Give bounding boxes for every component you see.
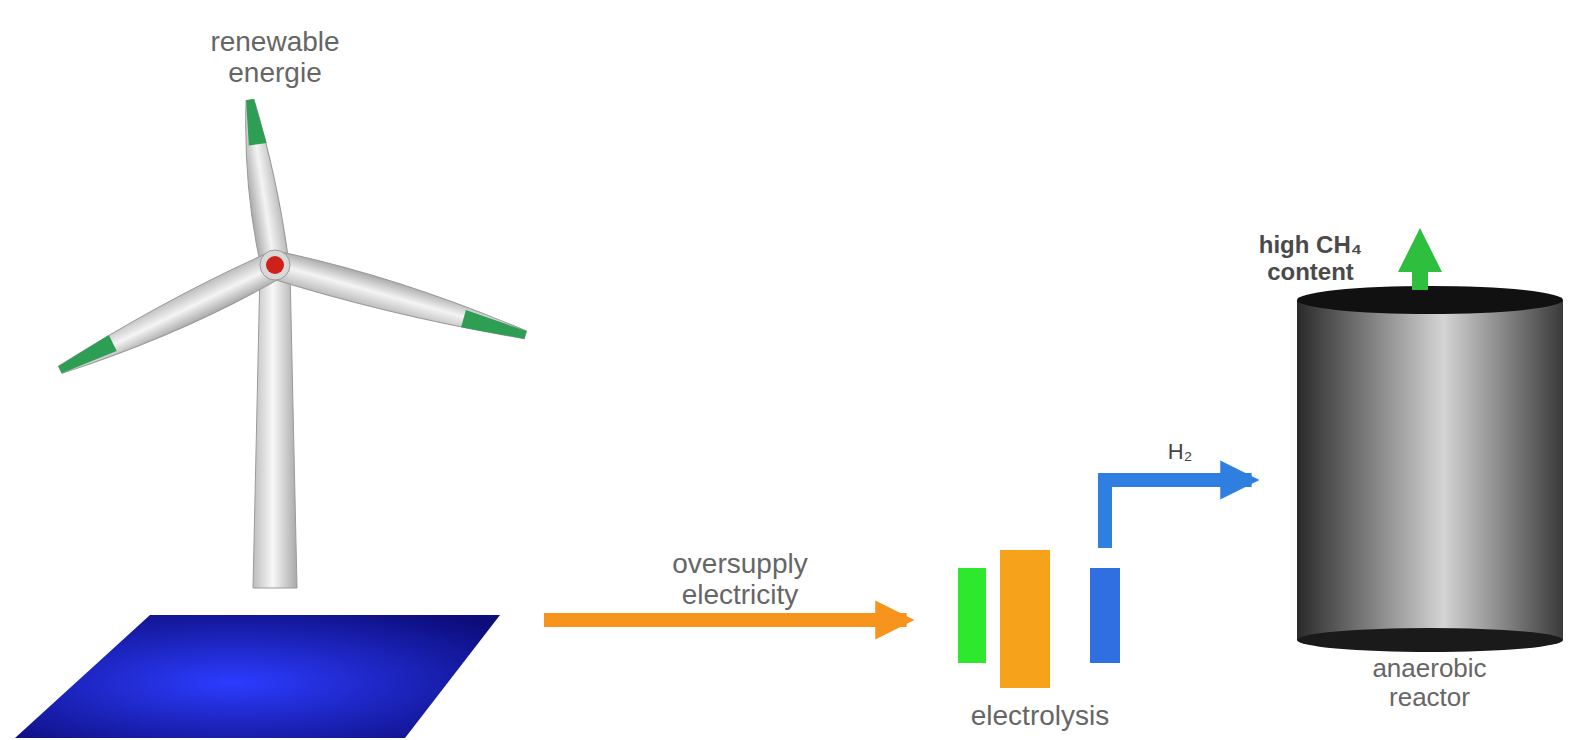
- anaerobic-reactor: anaerobic reactor: [1285, 282, 1571, 732]
- solar-panel: [15, 615, 500, 738]
- output-arrow: [1412, 250, 1428, 290]
- turbine-blade: [271, 249, 530, 349]
- energy-source: renewable energie: [10, 20, 538, 738]
- edge-label: oversupply electricity: [640, 548, 840, 611]
- edge-label: H₂: [1150, 440, 1210, 465]
- annotation-label: high CH₄ content: [1248, 232, 1373, 286]
- node-label: electrolysis: [950, 700, 1130, 731]
- electrolysis-cell: electrolysis: [940, 548, 1140, 738]
- node-label: anaerobic reactor: [1347, 654, 1512, 712]
- electrode-blue: [1090, 568, 1120, 663]
- reactor-body: [1297, 300, 1563, 640]
- reactor-top: [1297, 286, 1563, 314]
- node-label: renewable energie: [175, 26, 375, 89]
- turbine-hub: [260, 250, 290, 280]
- electrode-green: [958, 568, 986, 663]
- hydrogen-arrow: [1105, 480, 1252, 548]
- turbine-blade: [54, 252, 283, 385]
- reactor-bottom: [1297, 628, 1563, 652]
- turbine-hub-center: [266, 256, 284, 274]
- membrane-orange: [1000, 550, 1050, 688]
- turbine-tower: [253, 270, 297, 588]
- electricity-arrow: [544, 613, 907, 627]
- turbine-blade: [235, 98, 290, 268]
